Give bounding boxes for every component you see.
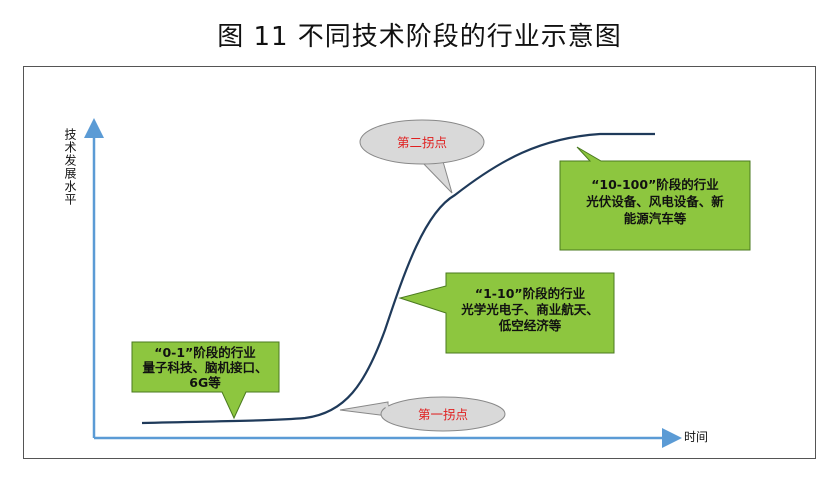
turning-point-second: 第二拐点 [359, 119, 485, 194]
callout-0-1-line-3: 6G等 [189, 375, 221, 390]
callout-10-100-line-1: “10-100”阶段的行业 [591, 177, 719, 192]
callout-stage-0-1: “0-1”阶段的行业 量子科技、脑机接口、 6G等 [131, 341, 280, 420]
s-curve [141, 132, 655, 425]
x-axis-label: 时间 [684, 430, 709, 444]
callout-stage-10-100: “10-100”阶段的行业 光伏设备、风电设备、新 能源汽车等 [559, 146, 751, 251]
callout-10-100-line-2: 光伏设备、风电设备、新 [585, 194, 724, 209]
second-turning-point-label: 第二拐点 [397, 135, 447, 150]
callout-1-10-line-2: 光学光电子、商业航天、 [460, 302, 599, 317]
callout-stage-1-10: “1-10”阶段的行业 光学光电子、商业航天、 低空经济等 [398, 272, 615, 354]
callout-0-1-line-1: “0-1”阶段的行业 [154, 345, 256, 360]
callout-1-10-line-3: 低空经济等 [498, 318, 562, 333]
callout-1-10-line-1: “1-10”阶段的行业 [475, 286, 586, 301]
callout-10-100-line-3: 能源汽车等 [624, 211, 687, 226]
first-turning-point-label: 第一拐点 [418, 407, 468, 422]
figure-title: 图 11 不同技术阶段的行业示意图 [217, 22, 622, 52]
turning-point-first: 第一拐点 [339, 396, 506, 432]
diagram-frame [23, 66, 816, 459]
y-axis-label: 技术发展水平 [63, 128, 77, 206]
callout-0-1-line-2: 量子科技、脑机接口、 [142, 360, 267, 375]
